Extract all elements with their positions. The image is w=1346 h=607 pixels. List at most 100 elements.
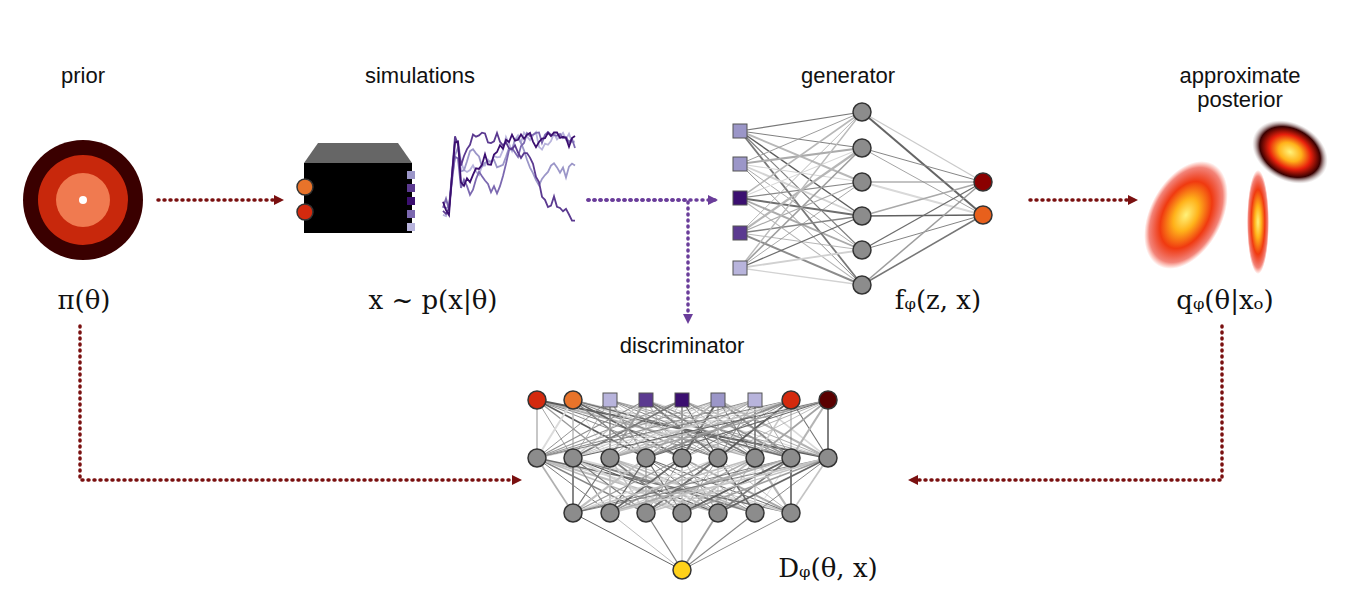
diagram-node: prior π(θ) [18,58,158,326]
node-formula: qᵩ(θ|xₒ) [1176,285,1274,315]
dotted-arrow [1030,198,1136,202]
network-unit [601,504,619,522]
network-weight [646,400,828,458]
diagram-node: approximate posterior qᵩ(θ|xₒ) [1136,58,1340,326]
network-unit [709,449,727,467]
network-unit [637,504,655,522]
network-weight [862,182,983,285]
network-weight [862,215,983,250]
network-unit [782,449,800,467]
network-weight [537,400,718,458]
node-heading: generator [801,64,895,88]
network-unit [564,504,582,522]
network-weight [646,458,828,513]
network-unit [853,139,871,157]
network-unit [709,504,727,522]
network-unit [819,391,837,409]
network-weight [862,182,983,215]
network-weight [646,400,828,458]
node-heading: approximate posterior [1145,64,1335,112]
network-weight [682,513,718,570]
node-formula: π(θ) [57,285,110,315]
node-formula: fᵩ(z, x) [895,285,981,315]
network-weight [862,182,983,250]
prior-target [23,140,143,260]
diagram-node: simulations x ~ p(x|θ) [282,58,588,326]
input-unit [733,157,747,171]
network-weight [862,181,983,182]
network-weight [646,513,682,570]
network-weight [740,112,862,131]
network-weight [740,233,862,285]
network-weight [740,216,862,268]
posterior-samples [1127,108,1339,283]
network-weight [573,513,682,570]
network-unit [673,504,691,522]
network-weight [740,112,862,268]
node-heading: prior [61,64,105,88]
simulator-box [297,143,415,233]
generator-network [733,103,992,294]
network-weight [537,400,718,458]
network-unit [782,391,800,409]
network-weight [740,198,862,285]
network-weight [862,112,983,182]
network-weight [740,164,862,285]
network-unit [746,504,764,522]
network-unit [853,173,871,191]
network-weight [740,250,862,268]
network-unit [853,241,871,259]
dotted-arrow [158,198,282,202]
dotted-arrow [910,326,1222,480]
input-unit [733,191,747,205]
node-heading: simulations [365,64,475,88]
diagram-node: generator fᵩ(z, x) [716,58,1030,326]
network-unit [974,206,992,224]
network-unit [974,173,992,191]
network-unit [853,207,871,225]
network-unit [673,449,691,467]
network-weight [862,112,983,215]
network-weight [740,216,862,233]
network-unit [637,449,655,467]
trace-line [443,133,575,221]
discriminator-network [528,391,837,579]
input-unit [603,393,617,407]
network-unit [782,504,800,522]
network-weight [791,458,828,513]
dotted-arrow [80,326,520,480]
network-unit [564,449,582,467]
network-weight [740,112,862,198]
network-weight [740,148,862,268]
network-weight [862,148,983,215]
network-weight [740,182,862,268]
network-weight [537,400,646,458]
network-unit [601,449,619,467]
network-weight [740,112,862,233]
input-unit [733,124,747,138]
network-unit [746,449,764,467]
simulated-traces [443,132,575,221]
network-weight [718,458,828,513]
input-unit [748,393,762,407]
network-weight [862,215,983,285]
network-unit [819,449,837,467]
network-weight [740,112,862,164]
node-formula: x ~ p(x|θ) [369,285,498,315]
network-unit [528,391,546,409]
node-heading: discriminator [620,334,745,358]
network-weight [718,400,828,458]
network-weight [862,182,983,216]
input-unit [711,393,725,407]
network-unit [853,276,871,294]
network-weight [791,400,828,458]
dotted-arrow [588,200,688,322]
network-unit [853,103,871,121]
input-unit [639,393,653,407]
network-unit [564,391,582,409]
input-unit [675,393,689,407]
network-unit [528,449,546,467]
